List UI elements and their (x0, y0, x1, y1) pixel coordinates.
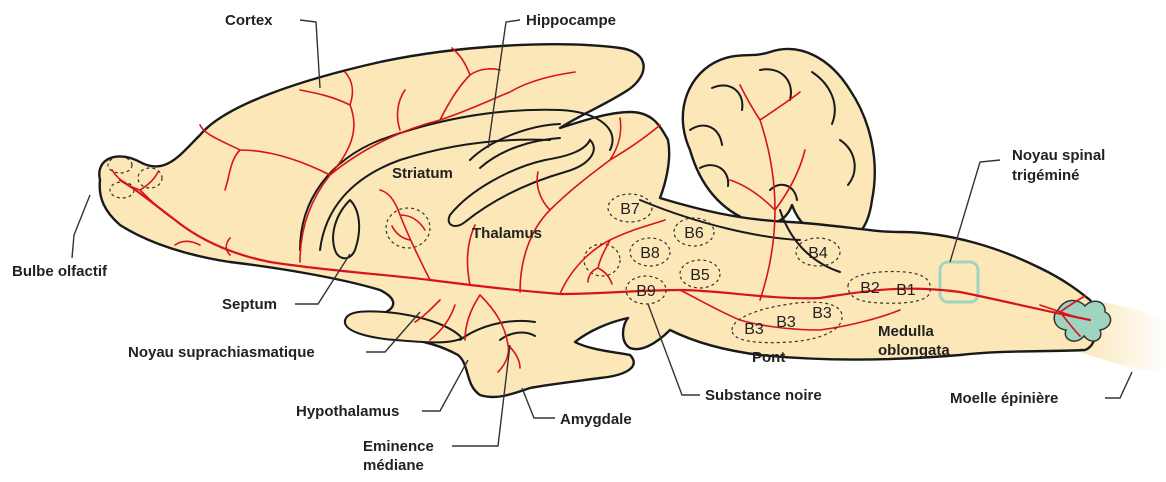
label-pont: Pont (752, 349, 785, 366)
leader-moelle (1105, 372, 1132, 398)
nucleus-b2-label: B2 (860, 280, 880, 297)
label-noyau-spinal-line1: Noyau spinal (1012, 147, 1105, 164)
nucleus-b3-label-2: B3 (776, 314, 796, 331)
label-striatum: Striatum (392, 165, 453, 182)
leader-amygdale (522, 388, 555, 418)
label-substance-noire: Substance noire (705, 387, 822, 404)
nucleus-b4-label: B4 (808, 245, 828, 262)
label-bulbe-olfactif: Bulbe olfactif (12, 263, 108, 280)
nucleus-b1-label: B1 (896, 282, 916, 299)
leader-hypothalamus (422, 360, 468, 411)
label-eminence-line2: médiane (363, 457, 424, 474)
label-noyau-suprachiasmatique: Noyau suprachiasmatique (128, 344, 315, 361)
label-noyau-spinal-line2: trigéminé (1012, 167, 1080, 184)
label-amygdale: Amygdale (560, 411, 632, 428)
label-medulla-line2: oblongata (878, 342, 950, 359)
leader-bulbe (72, 195, 90, 258)
nucleus-b5-label: B5 (690, 267, 710, 284)
nucleus-b3-label-3: B3 (812, 305, 832, 322)
nucleus-b8-label: B8 (640, 245, 660, 262)
nucleus-b9-label: B9 (636, 283, 656, 300)
label-cortex: Cortex (225, 12, 273, 29)
nucleus-b7-label: B7 (620, 201, 640, 218)
label-hypothalamus: Hypothalamus (296, 403, 399, 420)
label-septum: Septum (222, 296, 277, 313)
label-eminence-line1: Eminence (363, 438, 434, 455)
nucleus-b3-label-1: B3 (744, 321, 764, 338)
label-thalamus: Thalamus (472, 225, 542, 242)
label-hippocampe: Hippocampe (526, 12, 616, 29)
label-moelle-epiniere: Moelle épinière (950, 390, 1058, 407)
nucleus-b6-label: B6 (684, 225, 704, 242)
label-medulla-line1: Medulla (878, 323, 934, 340)
